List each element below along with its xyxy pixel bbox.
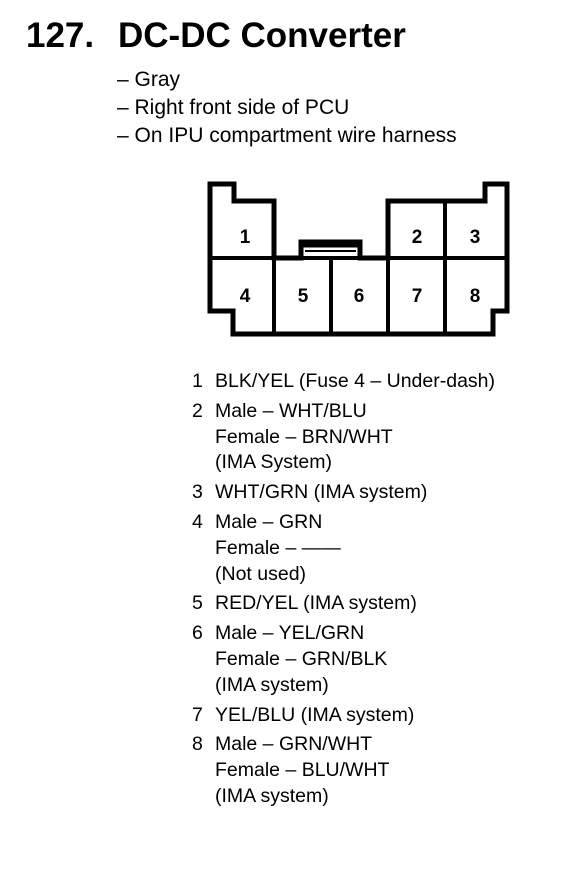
pin-wire-male: Male – WHT/BLU [215,399,367,422]
pin-number: 2 [192,399,203,422]
pin-wire-female: Female – GRN/BLK [215,647,388,670]
pin-wire: BLK/YEL (Fuse 4 – Under-dash) [215,370,495,392]
cavity-number: 2 [412,227,423,248]
page-title: 127. DC-DC Converter [26,14,406,58]
connector-housing [207,181,510,337]
pin-wire: YEL/BLU (IMA system) [215,703,415,726]
pin-item-1: 1 BLK/YEL (Fuse 4 – Under-dash) [192,369,495,395]
cavity-number: 3 [470,227,481,248]
pin-item-8: 8 Male – GRN/WHT Female – BLU/WHT (IMA s… [192,732,495,809]
connector-latch [299,244,362,258]
pin-list: 1 BLK/YEL (Fuse 4 – Under-dash) 2 Male –… [192,369,495,814]
pin-wire-female: Female – —— [215,536,341,559]
pin-circuit: (IMA system) [215,673,329,696]
connector-face: 1 2 3 4 5 6 7 8 [207,181,510,337]
pin-number: 3 [192,481,203,504]
pin-wire-male: Male – YEL/GRN [215,622,365,645]
pin-number: 6 [192,622,203,645]
detail-color: – Gray [117,68,181,91]
cavity-number: 7 [412,286,423,307]
connector-details: – Gray – Right front side of PCU – On IP… [117,66,457,150]
pin-number: 5 [192,592,203,615]
pin-item-3: 3 WHT/GRN (IMA system) [192,480,495,506]
cavity-number: 8 [470,286,481,307]
pin-number: 1 [192,370,203,392]
section-title: DC-DC Converter [118,16,406,55]
pin-item-4: 4 Male – GRN Female – —— (Not used) [192,510,495,587]
pin-circuit: (Not used) [215,562,307,585]
cavity-number: 6 [354,286,365,307]
cavity-number: 4 [240,286,251,307]
pin-wire: WHT/GRN (IMA system) [215,481,428,504]
cavity-number: 1 [240,227,251,248]
pin-number: 7 [192,703,203,726]
pin-circuit: (IMA System) [215,451,333,474]
pin-wire: RED/YEL (IMA system) [215,592,417,615]
pin-wire-female: Female – BRN/WHT [215,425,393,448]
pin-item-6: 6 Male – YEL/GRN Female – GRN/BLK (IMA s… [192,621,495,698]
pin-circuit: (IMA system) [215,784,329,807]
pin-wire-male: Male – GRN/WHT [215,733,373,756]
cavity-number: 5 [298,286,309,307]
detail-harness: – On IPU compartment wire harness [117,124,457,147]
detail-location: – Right front side of PCU [117,96,350,119]
pin-item-5: 5 RED/YEL (IMA system) [192,591,495,617]
section-number: 127. [26,16,95,55]
pin-wire-female: Female – BLU/WHT [215,759,390,782]
connector-diagram: 1 2 3 4 5 6 7 8 [207,180,523,349]
pin-number: 8 [192,733,203,756]
pin-item-2: 2 Male – WHT/BLU Female – BRN/WHT (IMA S… [192,399,495,476]
pin-number: 4 [192,510,203,533]
pin-item-7: 7 YEL/BLU (IMA system) [192,703,495,729]
pin-wire-male: Male – GRN [215,510,323,533]
